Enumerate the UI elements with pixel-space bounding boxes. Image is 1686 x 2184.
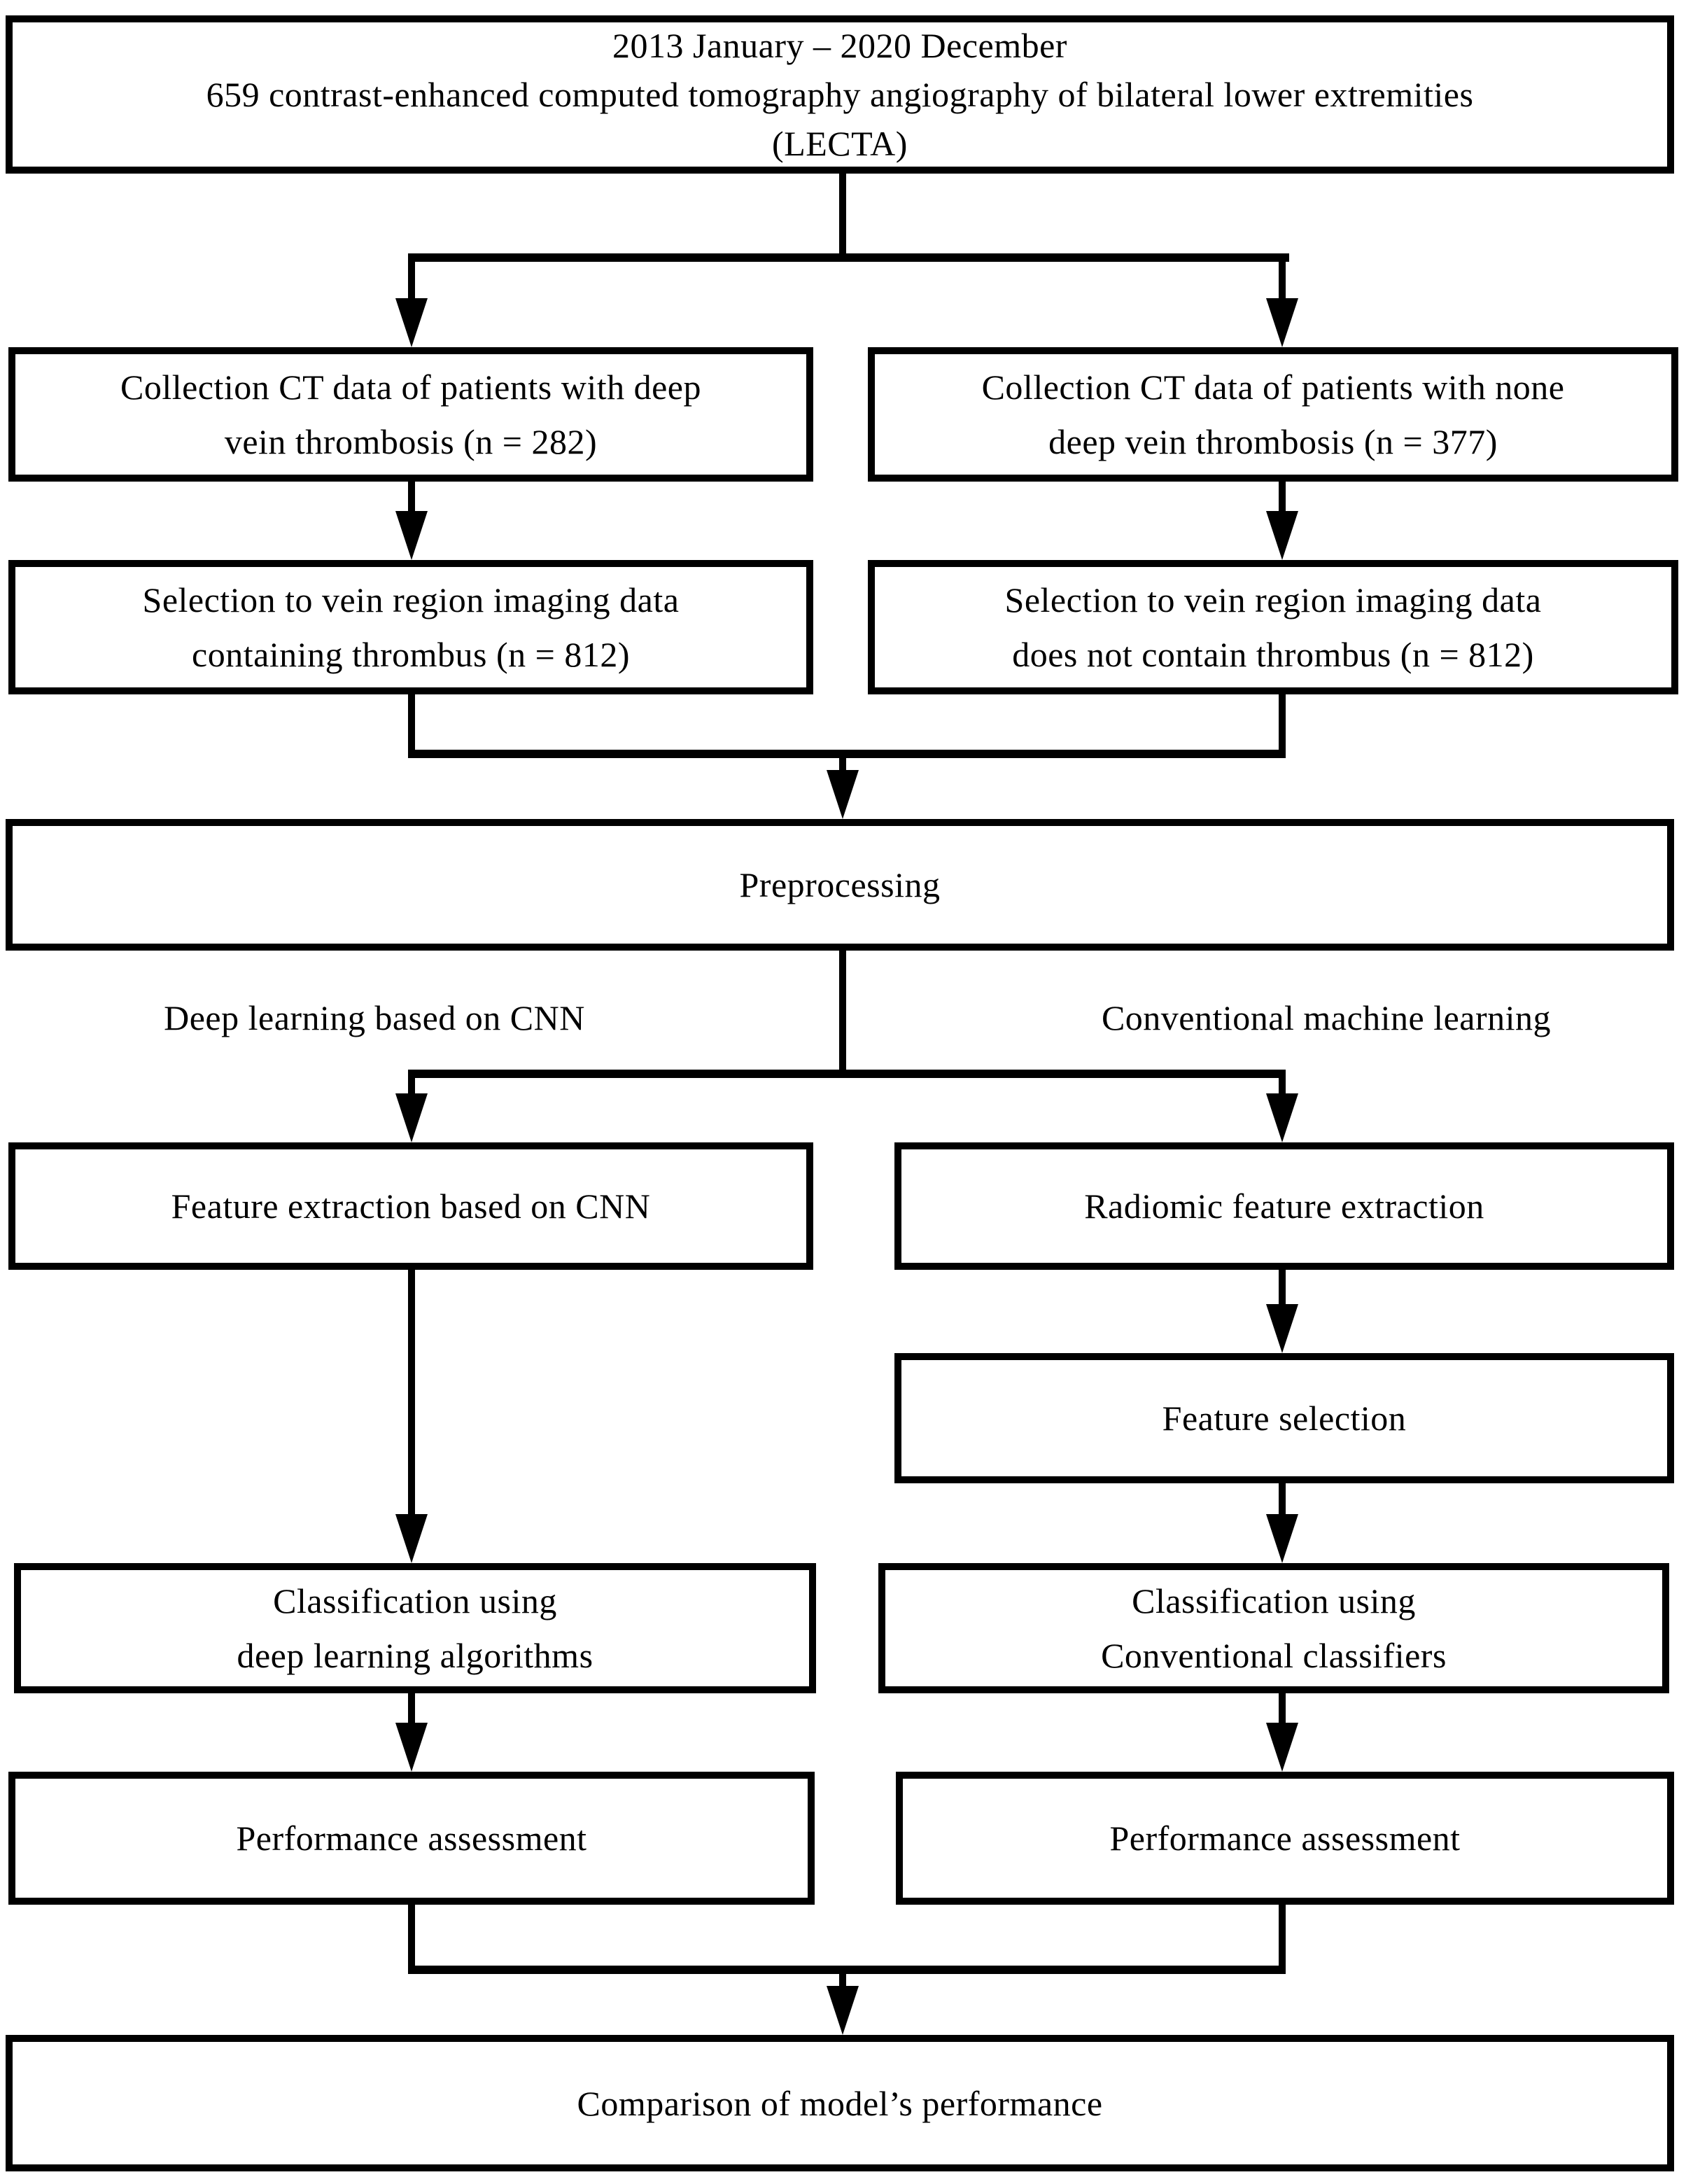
box-text-line: Selection to vein region imaging data bbox=[1004, 580, 1542, 620]
connector-final-left-line bbox=[408, 1905, 415, 1974]
arrowhead-to-feature-extraction-cnn bbox=[395, 1093, 428, 1142]
box-text-line: Conventional classifiers bbox=[1101, 1636, 1447, 1675]
connector-nonedvt-to-selection-line bbox=[1279, 482, 1286, 511]
box-text-line: deep learning algorithms bbox=[237, 1636, 593, 1675]
box-text-line: does not contain thrombus (n = 812) bbox=[1012, 635, 1534, 674]
connector-split2-right-line bbox=[1279, 1078, 1286, 1093]
box-text-line: Performance assessment bbox=[1109, 1819, 1461, 1858]
box-text-line: deep vein thrombosis (n = 377) bbox=[1048, 422, 1498, 461]
connector-split1-right-line bbox=[1279, 258, 1286, 298]
box-text-line: vein thrombosis (n = 282) bbox=[224, 422, 598, 461]
box-radiomic-feature-extraction: Radiomic feature extraction bbox=[894, 1142, 1674, 1270]
arrowhead-to-performance-right bbox=[1266, 1723, 1298, 1772]
arrowhead-to-selection-no-thrombus bbox=[1266, 511, 1298, 560]
connector-final-right-line bbox=[1279, 1905, 1286, 1974]
box-collection-none-dvt: Collection CT data of patients with none… bbox=[868, 347, 1678, 482]
box-selection-thrombus: Selection to vein region imaging data co… bbox=[8, 560, 813, 694]
box-text-line: Preprocessing bbox=[739, 865, 941, 904]
connector-split2-bar bbox=[408, 1070, 1286, 1078]
connector-split1-bar bbox=[408, 253, 1289, 262]
box-performance-assessment-left: Performance assessment bbox=[8, 1772, 815, 1905]
box-collection-dvt: Collection CT data of patients with deep… bbox=[8, 347, 813, 482]
arrowhead-to-classification-deep bbox=[395, 1514, 428, 1563]
connector-merge-bar bbox=[408, 750, 1286, 758]
arrowhead-to-comparison bbox=[827, 1986, 859, 2035]
arrowhead-to-collection-none-dvt bbox=[1266, 298, 1298, 347]
box-classification-deep-learning: Classification using deep learning algor… bbox=[14, 1563, 816, 1693]
box-text-line: Performance assessment bbox=[236, 1819, 587, 1858]
box-text-line: Classification using bbox=[1132, 1581, 1416, 1620]
branch-label-conventional-ml: Conventional machine learning bbox=[1101, 998, 1552, 1037]
connector-preprocessing-stem-line bbox=[839, 951, 846, 1074]
arrowhead-to-preprocessing bbox=[827, 770, 859, 819]
arrowhead-to-collection-dvt bbox=[395, 298, 428, 347]
box-lecta-cohort: 2013 January – 2020 December 659 contras… bbox=[6, 15, 1674, 174]
arrowhead-to-classification-conventional bbox=[1266, 1514, 1298, 1563]
connector-final-stem-line bbox=[839, 1974, 846, 1986]
connector-radiomic-to-selection-line bbox=[1279, 1270, 1286, 1304]
box-classification-conventional: Classification using Conventional classi… bbox=[878, 1563, 1669, 1693]
box-text-line: (LECTA) bbox=[772, 124, 908, 163]
arrowhead-to-selection-thrombus bbox=[395, 511, 428, 560]
box-text-line: containing thrombus (n = 812) bbox=[192, 635, 630, 674]
box-text-line: Classification using bbox=[273, 1581, 557, 1620]
connector-deep-to-performance-line bbox=[408, 1693, 415, 1723]
box-performance-assessment-right: Performance assessment bbox=[896, 1772, 1674, 1905]
box-text-line: Radiomic feature extraction bbox=[1084, 1186, 1484, 1226]
connector-split2-left-line bbox=[408, 1078, 415, 1093]
box-feature-selection: Feature selection bbox=[894, 1353, 1674, 1483]
arrowhead-to-radiomic-extraction bbox=[1266, 1093, 1298, 1142]
connector-cnn-to-classification-line bbox=[408, 1270, 415, 1514]
box-text-line: Comparison of model’s performance bbox=[577, 2083, 1103, 2123]
box-text-line: 659 contrast-enhanced computed tomograph… bbox=[206, 75, 1474, 114]
connector-conventional-to-performance-line bbox=[1279, 1693, 1286, 1723]
connector-dvt-to-selection-line bbox=[408, 482, 415, 511]
box-comparison-performance: Comparison of model’s performance bbox=[6, 2035, 1674, 2171]
connector-split1-left-line bbox=[408, 258, 415, 298]
connector-selection-to-classification-line bbox=[1279, 1483, 1286, 1514]
connector-merge-left-line bbox=[408, 694, 415, 757]
box-preprocessing: Preprocessing bbox=[6, 819, 1674, 951]
branch-label-deep-learning: Deep learning based on CNN bbox=[164, 998, 585, 1037]
box-text-line: 2013 January – 2020 December bbox=[612, 26, 1067, 65]
box-selection-no-thrombus: Selection to vein region imaging data do… bbox=[868, 560, 1678, 694]
box-text-line: Collection CT data of patients with deep bbox=[120, 368, 701, 407]
box-text-line: Feature extraction based on CNN bbox=[171, 1186, 651, 1226]
connector-final-bar bbox=[408, 1966, 1286, 1974]
connector-merge-stem-line bbox=[839, 758, 846, 770]
arrowhead-to-performance-left bbox=[395, 1723, 428, 1772]
connector-top-stem-line bbox=[839, 174, 846, 258]
box-feature-extraction-cnn: Feature extraction based on CNN bbox=[8, 1142, 813, 1270]
box-text-line: Selection to vein region imaging data bbox=[142, 580, 680, 620]
box-text-line: Collection CT data of patients with none bbox=[981, 368, 1565, 407]
connector-merge-right-line bbox=[1279, 694, 1286, 757]
arrowhead-to-feature-selection bbox=[1266, 1304, 1298, 1353]
box-text-line: Feature selection bbox=[1162, 1399, 1407, 1438]
